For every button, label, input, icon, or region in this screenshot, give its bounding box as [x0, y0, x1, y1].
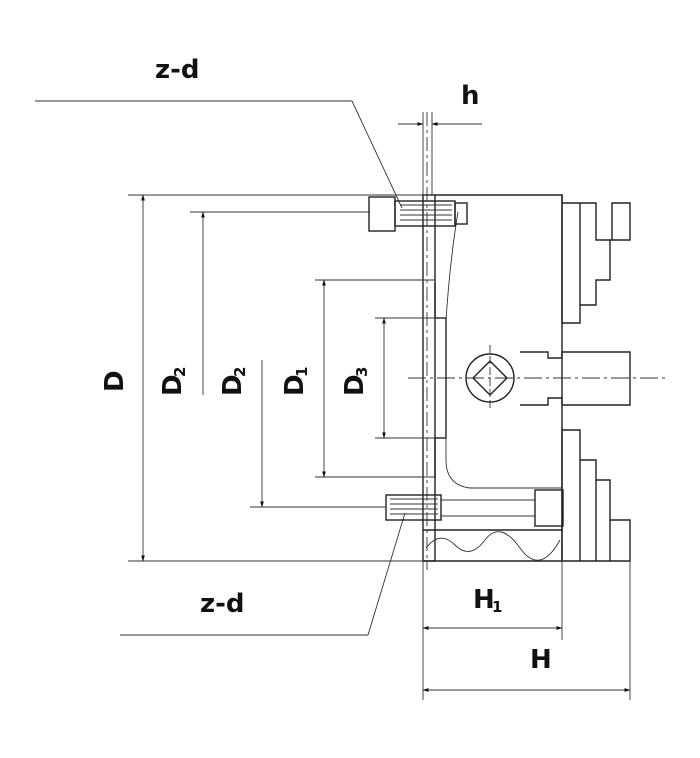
label-z-d-bottom: z-d: [200, 589, 245, 619]
label-D2-inner-sub: 2: [231, 367, 249, 377]
bolt-top: [368, 196, 468, 232]
leader-z-d-top: [35, 100, 403, 209]
label-D1-main: D: [280, 374, 310, 396]
label-D1: D 1: [280, 367, 311, 396]
label-H1-sub: 1: [492, 598, 502, 616]
label-z-d-top: z-d: [155, 55, 200, 85]
dimension-D1: [315, 279, 435, 478]
label-D2-inner: D 2: [218, 367, 249, 396]
label-h: h: [461, 81, 480, 111]
label-D2-outer-main: D: [158, 374, 188, 396]
label-D3-main: D: [340, 374, 370, 396]
bolt-bottom: [385, 489, 564, 527]
dimension-H: [422, 561, 631, 700]
label-D1-sub: 1: [293, 367, 311, 377]
spindle-shaft: [408, 351, 665, 406]
key-socket: [465, 345, 515, 411]
dimension-D2-inner: [250, 360, 386, 508]
dimension-H1: [422, 561, 563, 700]
jaw-upper: [561, 195, 631, 324]
dimension-D: [128, 194, 423, 562]
label-D2-inner-main: D: [218, 374, 248, 396]
label-D2-outer-sub: 2: [171, 367, 189, 377]
dimension-D2-outer: [190, 211, 370, 395]
dimension-h: [398, 112, 482, 570]
label-D2-outer: D 2: [158, 367, 189, 396]
label-H1-main: H: [473, 585, 495, 615]
label-H: H: [530, 645, 552, 675]
label-D: D: [100, 370, 130, 392]
jaw-lower: [561, 429, 631, 562]
label-D3-sub: 3: [353, 367, 371, 377]
label-D3: D 3: [340, 367, 371, 396]
label-H1: H 1: [473, 585, 502, 616]
bore-steps: [434, 283, 447, 478]
dimension-D3: [375, 317, 446, 439]
leader-z-d-bottom: [120, 512, 406, 636]
